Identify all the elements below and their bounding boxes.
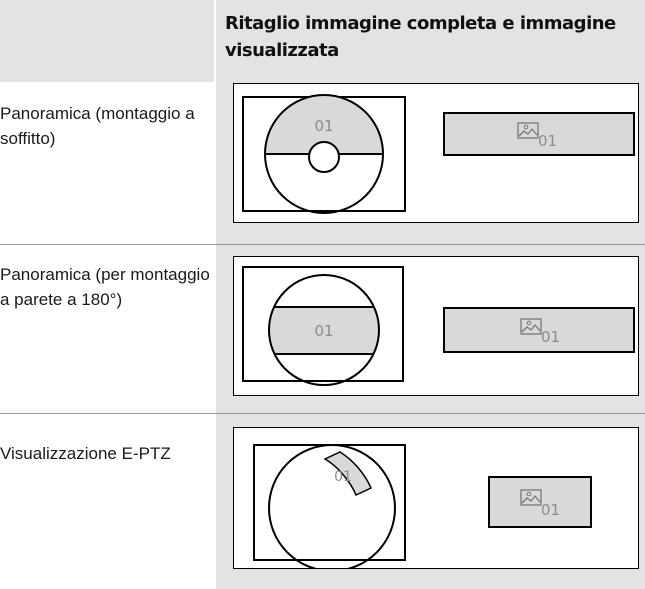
row-1-view-label: 01	[538, 132, 557, 150]
row-2-label: Panoramica (per montaggio a parete a 180…	[0, 265, 210, 309]
row-2-view-label: 01	[541, 328, 560, 346]
table-header-cell	[216, 0, 645, 82]
table-header-title: Ritaglio immagine completa e immagine vi…	[225, 13, 616, 61]
row-3-label: Visualizzazione E-PTZ	[0, 444, 171, 463]
row-1-diagram: 01 01	[233, 83, 639, 223]
row-divider	[0, 244, 645, 245]
row-3-crop-label: 01	[334, 469, 352, 485]
row-2-image-icon	[520, 318, 542, 335]
row-2-fisheye-circle	[268, 274, 380, 386]
table-header-empty-cell	[0, 0, 214, 82]
row-2-crop-label: 01	[314, 322, 333, 340]
row-1-label: Panoramica (montaggio a soffitto)	[0, 104, 195, 148]
row-divider	[0, 413, 645, 414]
row-3-diagram: 01 01	[233, 427, 639, 572]
row-3-view-label: 01	[541, 501, 560, 519]
row-3-crop-region	[323, 451, 372, 497]
row-2-diagram: 01 01	[233, 256, 639, 396]
row-3-image-icon	[520, 489, 542, 506]
row-1-crop-region	[265, 95, 383, 154]
row-1-crop-label: 01	[314, 117, 333, 135]
row-1-image-icon	[517, 122, 539, 139]
row-1-display-view	[443, 112, 635, 156]
row-2-crop-region	[268, 307, 380, 354]
